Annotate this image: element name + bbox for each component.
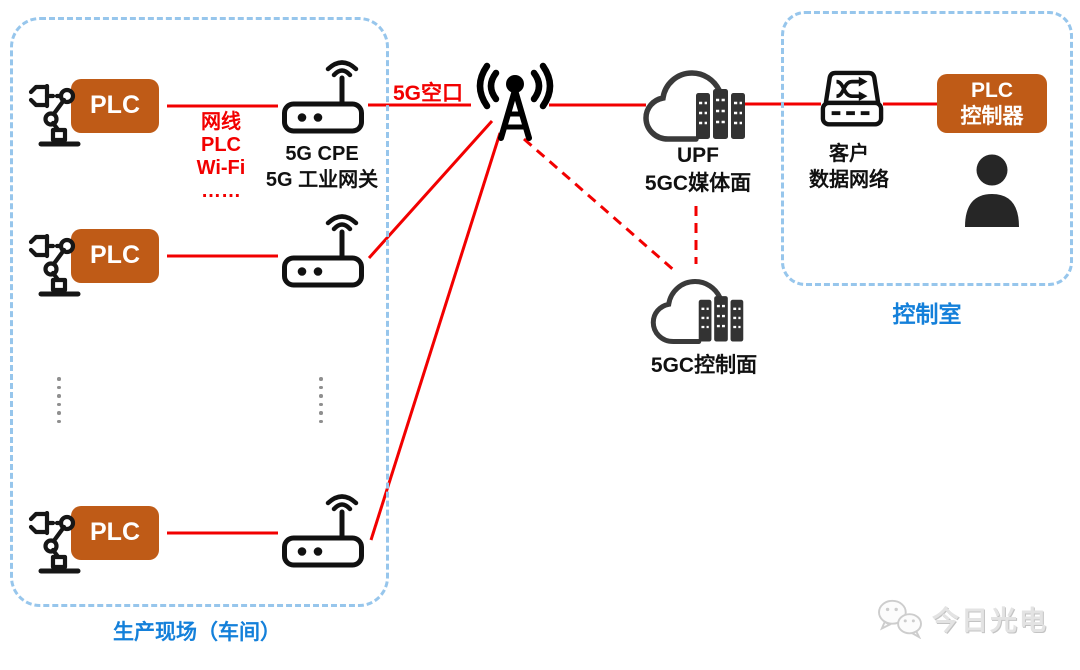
upf-line2: 5GC媒体面 bbox=[644, 172, 752, 195]
control-plane-label: 5GC控制面 bbox=[650, 354, 758, 377]
plc-chip-3: PLC bbox=[71, 506, 159, 560]
customer-network-line2: 数据网络 bbox=[809, 169, 889, 191]
wechat-icon bbox=[878, 599, 922, 639]
link-media-note-line1: 网线 bbox=[201, 111, 241, 133]
link-media-note-line4: …… bbox=[201, 180, 241, 202]
cpe-gateway-label: 5G CPE 5G 工业网关 bbox=[238, 141, 406, 193]
control-room-label: 控制室 bbox=[892, 301, 962, 327]
plc-controller-line2: 控制器 bbox=[960, 104, 1024, 128]
robot-arm-icon-1 bbox=[28, 84, 81, 147]
customer-network-label: 客户 数据网络 bbox=[787, 141, 911, 193]
plc-chip-1: PLC bbox=[71, 79, 159, 133]
person-icon bbox=[965, 154, 1019, 227]
plc-chip-2: PLC bbox=[71, 229, 159, 283]
link-antenna-cpe2 bbox=[367, 119, 494, 260]
upf-line1: UPF bbox=[677, 144, 719, 167]
watermark-text: 今日光电 bbox=[932, 605, 1048, 636]
more-machines-ellipsis-left bbox=[57, 377, 61, 423]
router-icon-2 bbox=[282, 214, 364, 288]
production-area-box bbox=[10, 17, 389, 607]
plc-controller-line1: PLC bbox=[971, 78, 1013, 102]
router-icon-1 bbox=[282, 60, 364, 134]
plc-controller-chip: PLC 控制器 bbox=[937, 74, 1047, 133]
cpe-gateway-line2: 5G 工业网关 bbox=[265, 169, 379, 191]
base-station-icon bbox=[476, 62, 554, 141]
switch-icon bbox=[820, 70, 884, 127]
upf-label: UPF 5GC媒体面 bbox=[626, 142, 770, 198]
more-routers-ellipsis bbox=[319, 377, 323, 423]
customer-network-line1: 客户 bbox=[829, 143, 869, 165]
robot-arm-icon-3 bbox=[28, 511, 81, 574]
link-media-note-line3: Wi-Fi bbox=[196, 157, 246, 179]
link-media-note-line2: PLC bbox=[201, 134, 241, 156]
upf-cloud-servers-icon bbox=[643, 70, 745, 142]
router-icon-3 bbox=[282, 494, 364, 568]
robot-arm-icon-2 bbox=[28, 234, 81, 297]
link-antenna-cpe3 bbox=[369, 132, 502, 541]
control-plane-cloud-servers-icon bbox=[650, 279, 744, 345]
plc-chip-1-label: PLC bbox=[90, 91, 140, 120]
watermark: 今日光电 bbox=[876, 597, 1048, 639]
plc-chip-2-label: PLC bbox=[90, 241, 140, 270]
production-area-label: 生产现场（车间） bbox=[113, 621, 281, 644]
link-media-note: 网线 PLC Wi-Fi …… bbox=[186, 111, 256, 203]
control-room-box bbox=[781, 11, 1073, 286]
air-interface-label: 5G空口 bbox=[392, 82, 463, 105]
plc-chip-3-label: PLC bbox=[90, 518, 140, 547]
cpe-gateway-line1: 5G CPE bbox=[285, 143, 359, 165]
